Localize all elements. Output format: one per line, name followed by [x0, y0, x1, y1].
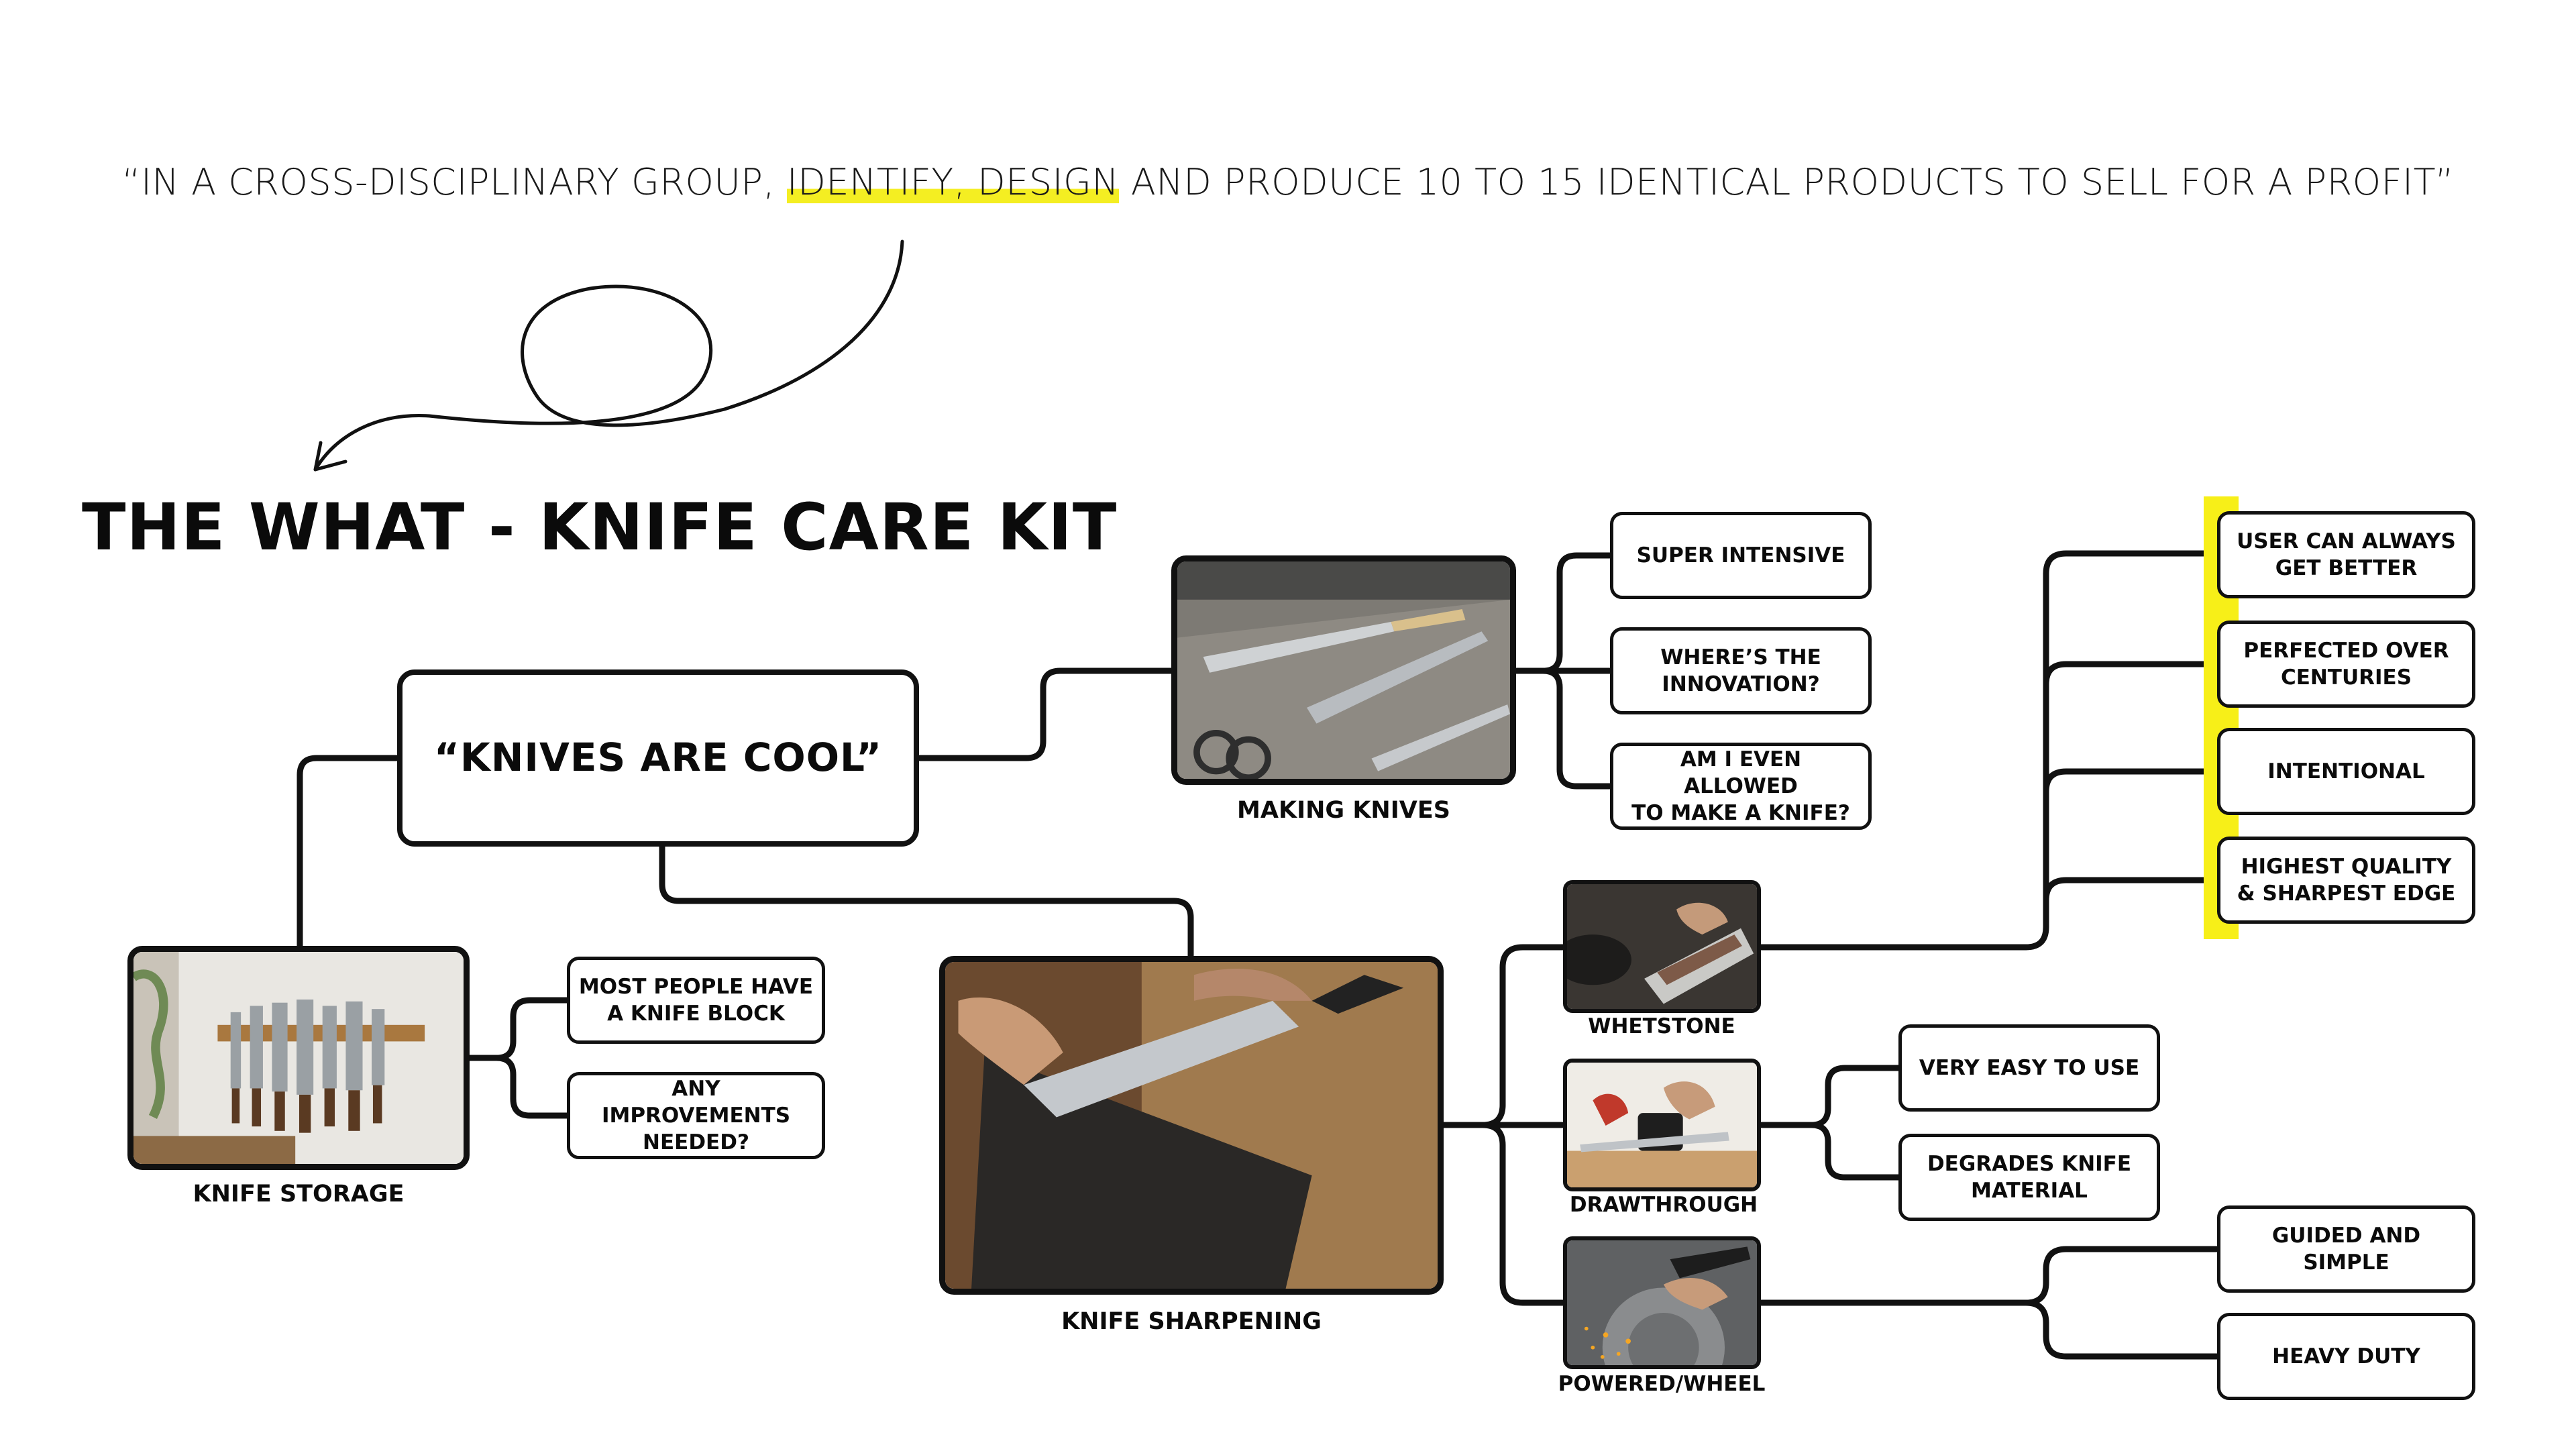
brief-open: “IN A CROSS-DISCIPLINARY GROUP, — [121, 161, 787, 203]
knife-sharpening-photo — [939, 956, 1444, 1295]
note-improvements: ANY IMPROVEMENTS NEEDED? — [567, 1072, 825, 1159]
note-highest-quality: HIGHEST QUALITY & SHARPEST EDGE — [2217, 837, 2475, 924]
link-whetstone-notes — [1758, 550, 2224, 951]
link-sharpening-methods — [1440, 944, 1570, 1306]
brief-highlight: IDENTIFY, DESIGN — [786, 161, 1120, 203]
drawthrough-photo — [1563, 1059, 1761, 1191]
note-super-intensive: SUPER INTENSIVE — [1610, 512, 1872, 599]
link-powered-notes — [1758, 1246, 2224, 1360]
central-idea-node: “KNIVES ARE COOL” — [397, 669, 919, 847]
link-central-sharpening — [659, 843, 1194, 959]
link-storage-notes — [466, 997, 570, 1119]
note-easy-to-use: VERY EASY TO USE — [1898, 1024, 2160, 1112]
scribble-arrow — [313, 239, 904, 472]
arrow-head — [313, 441, 347, 472]
making-knives-photo — [1171, 555, 1516, 785]
note-knife-block: MOST PEOPLE HAVE A KNIFE BLOCK — [567, 957, 825, 1044]
link-central-making — [916, 667, 1175, 761]
page-title: THE WHAT - KNIFE CARE KIT — [82, 490, 1118, 565]
whetstone-photo — [1563, 880, 1761, 1013]
making-knives-caption: MAKING KNIVES — [1237, 797, 1450, 824]
whetstone-caption: WHETSTONE — [1588, 1014, 1735, 1038]
note-guided: GUIDED AND SIMPLE — [2217, 1205, 2475, 1293]
note-innovation: WHERE’S THE INNOVATION? — [1610, 627, 1872, 714]
note-user-better: USER CAN ALWAYS GET BETTER — [2217, 511, 2475, 598]
note-perfected: PERFECTED OVER CENTURIES — [2217, 621, 2475, 708]
note-allowed: AM I EVEN ALLOWED TO MAKE A KNIFE? — [1610, 743, 1872, 830]
knife-sharpening-caption: KNIFE SHARPENING — [1061, 1308, 1322, 1335]
project-brief-quote: “IN A CROSS-DISCIPLINARY GROUP, IDENTIFY… — [0, 161, 2576, 203]
knife-storage-caption: KNIFE STORAGE — [193, 1181, 405, 1208]
note-intentional: INTENTIONAL — [2217, 728, 2475, 815]
drawthrough-caption: DRAWTHROUGH — [1569, 1193, 1758, 1217]
powered-wheel-caption: POWERED/WHEEL — [1558, 1372, 1766, 1396]
link-central-storage — [297, 755, 400, 949]
powered-wheel-photo — [1563, 1236, 1761, 1369]
note-degrades: DEGRADES KNIFE MATERIAL — [1898, 1134, 2160, 1221]
brief-close: AND PRODUCE 10 TO 15 IDENTICAL PRODUCTS … — [1119, 161, 2455, 203]
note-heavy-duty: HEAVY DUTY — [2217, 1313, 2475, 1400]
link-drawthrough-notes — [1758, 1065, 1902, 1181]
knife-storage-photo — [127, 946, 470, 1170]
link-making-notes — [1513, 552, 1613, 790]
